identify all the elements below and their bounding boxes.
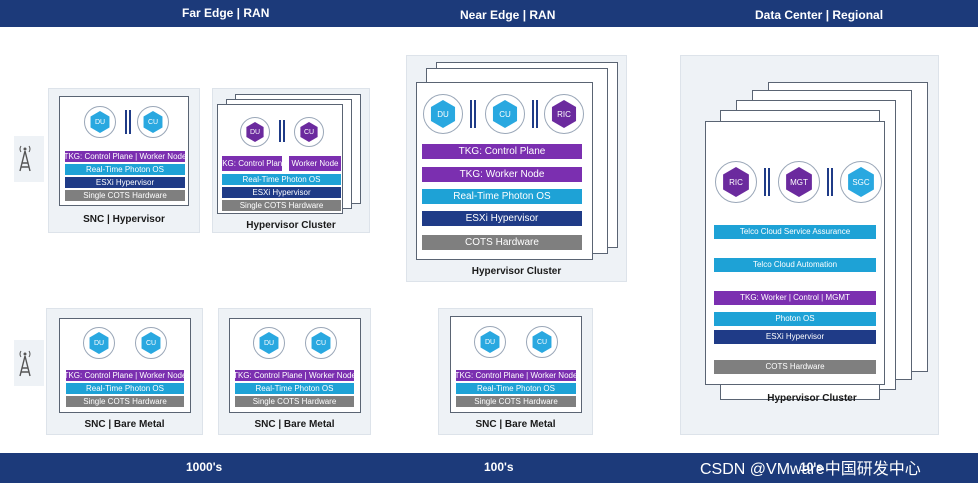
tkg-bar: TKG: Control Plane | Worker Node xyxy=(66,370,184,381)
cu-badge: CU xyxy=(485,94,525,134)
cu-badge: CU xyxy=(526,326,558,358)
caption-hypervisor-cluster: Hypervisor Cluster xyxy=(767,393,857,404)
separator xyxy=(125,110,131,134)
cu-badge: CU xyxy=(137,106,169,138)
header-bar xyxy=(0,0,978,27)
caption-hypervisor-cluster: Hypervisor Cluster xyxy=(471,266,562,277)
cu-badge: CU xyxy=(294,117,324,147)
du-badge: DU xyxy=(84,106,116,138)
photon-bar: Real-Time Photon OS xyxy=(65,164,185,175)
data-center-heading: Data Center | Regional xyxy=(755,8,884,22)
separator xyxy=(532,100,538,128)
tkg-bar: TKG: Control Plane | Worker Node xyxy=(65,151,185,162)
caption-hypervisor-cluster: Hypervisor Cluster xyxy=(246,220,336,231)
scale-100: 100's xyxy=(484,460,514,474)
far-edge-heading: Far Edge | RAN xyxy=(182,6,270,20)
photon-bar: Real-Time Photon OS xyxy=(456,383,576,394)
separator xyxy=(279,120,285,142)
du-badge: DU xyxy=(253,327,285,359)
du-icon: DU xyxy=(480,331,500,353)
cu-icon: CU xyxy=(532,331,552,353)
cots-bar: COTS Hardware xyxy=(714,360,876,374)
telco-automation-bar: Telco Cloud Automation xyxy=(714,258,876,272)
cots-bar: Single COTS Hardware xyxy=(65,190,185,201)
esxi-bar: ESXi Hypervisor xyxy=(714,330,876,344)
tower-panel-top xyxy=(14,136,44,182)
tkg-wcm-bar: TKG: Worker | Control | MGMT xyxy=(714,291,876,305)
separator xyxy=(470,100,476,128)
cu-icon: CU xyxy=(141,332,161,354)
caption-snc-bare-metal: SNC | Bare Metal xyxy=(475,419,556,430)
caption-snc-bare-metal: SNC | Bare Metal xyxy=(84,419,165,430)
du-icon: DU xyxy=(89,332,109,354)
tkg-worker-node-bar: TKG: Worker Node xyxy=(422,167,582,182)
separator xyxy=(827,168,833,196)
ric-icon: RIC xyxy=(551,100,577,128)
photon-bar: Real-Time Photon OS xyxy=(66,383,184,394)
caption-snc-bare-metal: SNC | Bare Metal xyxy=(254,419,335,430)
esxi-bar: ESXi Hypervisor xyxy=(65,177,185,188)
photon-bar: Real-Time Photon OS xyxy=(235,383,354,394)
cots-bar: Single COTS Hardware xyxy=(66,396,184,407)
cell-tower-icon xyxy=(19,350,31,377)
scale-1000: 1000's xyxy=(186,460,223,474)
cu-icon: CU xyxy=(311,332,331,354)
near-edge-heading: Near Edge | RAN xyxy=(460,8,556,22)
du-icon: DU xyxy=(90,111,110,133)
du-icon: DU xyxy=(246,122,264,142)
scale-bar xyxy=(0,453,978,483)
photon-bar: Real-Time Photon OS xyxy=(222,174,341,185)
tkg-control-plane-bar: TKG: Control Plane xyxy=(222,156,282,171)
du-badge: DU xyxy=(474,326,506,358)
worker-node-bar: Worker Node xyxy=(289,156,341,171)
photon-bar: Photon OS xyxy=(714,312,876,326)
du-icon: DU xyxy=(430,100,456,128)
cots-bar: Single COTS Hardware xyxy=(456,396,576,407)
tkg-bar: TKG: Control Plane | Worker Node xyxy=(235,370,354,381)
cu-icon: CU xyxy=(492,100,518,128)
ric-icon: RIC xyxy=(723,167,749,197)
caption-snc-hypervisor: SNC | Hypervisor xyxy=(83,214,165,225)
cu-icon: CU xyxy=(143,111,163,133)
esxi-bar: ESXi Hypervisor xyxy=(422,211,582,226)
scale-10: 10's xyxy=(800,460,823,474)
tkg-control-plane-bar: TKG: Control Plane xyxy=(422,144,582,159)
cu-badge: CU xyxy=(305,327,337,359)
cell-tower-icon xyxy=(19,145,31,172)
mgt-badge: MGT xyxy=(778,161,820,203)
mgt-icon: MGT xyxy=(786,167,812,197)
ric-badge: RIC xyxy=(715,161,757,203)
du-badge: DU xyxy=(83,327,115,359)
separator xyxy=(764,168,770,196)
sgc-badge: SGC xyxy=(840,161,882,203)
du-badge: DU xyxy=(240,117,270,147)
sgc-icon: SGC xyxy=(848,167,874,197)
watermark: CSDN @VMware中国研发中心 xyxy=(700,461,921,478)
cots-bar: Single COTS Hardware xyxy=(222,200,341,211)
esxi-bar: ESXi Hypervisor xyxy=(222,187,341,198)
cots-bar: Single COTS Hardware xyxy=(235,396,354,407)
ric-badge: RIC xyxy=(544,94,584,134)
cots-bar: COTS Hardware xyxy=(422,235,582,250)
telco-assurance-bar: Telco Cloud Service Assurance xyxy=(714,225,876,239)
du-badge: DU xyxy=(423,94,463,134)
cu-badge: CU xyxy=(135,327,167,359)
cu-icon: CU xyxy=(300,122,318,142)
photon-bar: Real-Time Photon OS xyxy=(422,189,582,204)
tower-panel-bottom xyxy=(14,340,44,386)
tkg-bar: TKG: Control Plane | Worker Node xyxy=(456,370,576,381)
du-icon: DU xyxy=(259,332,279,354)
